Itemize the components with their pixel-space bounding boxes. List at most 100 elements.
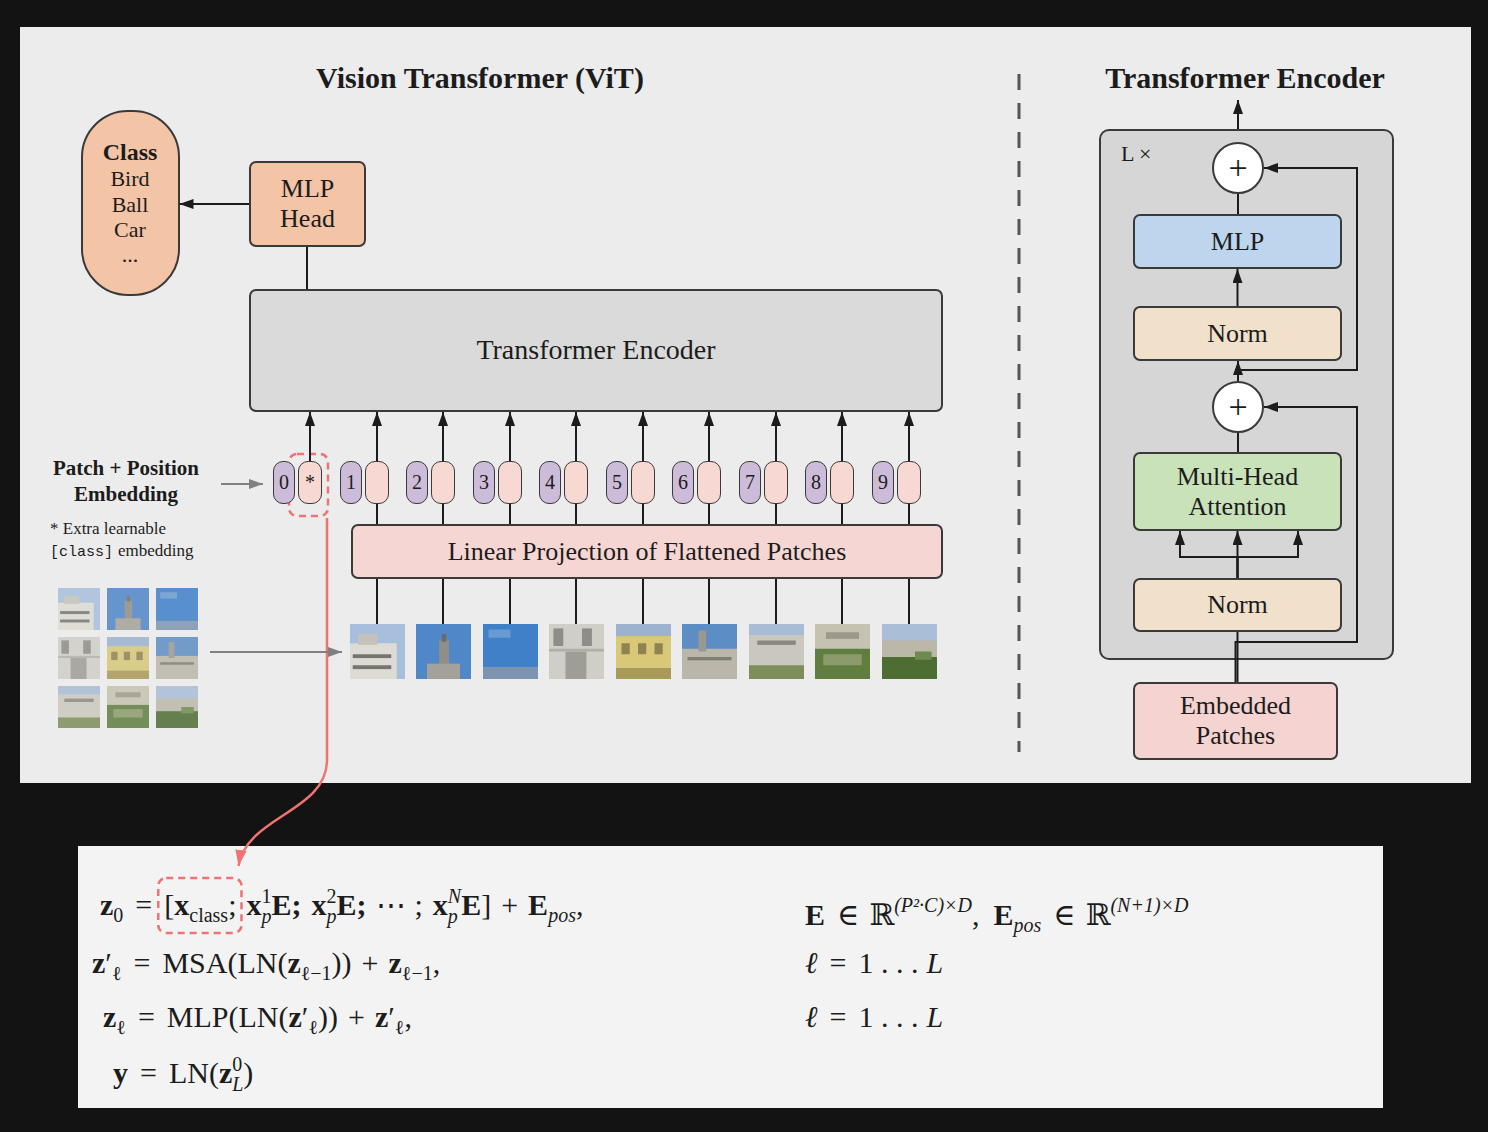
token-label: 9 xyxy=(878,471,888,494)
patch-detail xyxy=(358,634,377,645)
patch-detail xyxy=(124,652,130,660)
position-pill: 9 xyxy=(872,461,894,504)
math-term: 0 xyxy=(113,904,123,926)
patch-ground xyxy=(156,588,198,630)
patch-ground xyxy=(156,686,198,728)
patch-ground xyxy=(616,624,671,679)
patch-detail xyxy=(427,664,460,679)
math-term: = xyxy=(138,1000,155,1033)
math-term: , xyxy=(576,888,584,921)
node-label: Embedded Patches xyxy=(1156,691,1316,751)
patch-ground xyxy=(549,624,604,679)
leader-arrow xyxy=(221,483,263,485)
patch-ground xyxy=(107,637,149,679)
connector-arrow xyxy=(709,412,710,461)
node-label: Transformer Encoder xyxy=(476,334,715,366)
feed-line xyxy=(708,579,710,624)
math-term-row: z0=[xclass;x1pE;x2pE;⋯;xNpE]+Epos, xyxy=(100,885,583,935)
math-term: z xyxy=(289,1000,302,1033)
patch-detail xyxy=(115,618,140,630)
patch-detail xyxy=(442,634,446,642)
highlight-box xyxy=(158,878,241,933)
panel-heading-row: Transformer Encoder xyxy=(1060,58,1430,103)
math-term: ′ xyxy=(388,1000,395,1033)
connector-line xyxy=(575,504,577,524)
math-term: ∈ xyxy=(1053,898,1075,931)
token-label: 7 xyxy=(745,471,755,494)
token-embedding: 7 xyxy=(739,461,788,504)
token-label: 3 xyxy=(479,471,489,494)
norm-box: Norm xyxy=(1133,578,1342,632)
math-term: L xyxy=(926,1000,943,1033)
annotation-row: Patch + Position Embedding xyxy=(35,456,217,508)
patch-detail xyxy=(582,628,592,646)
math-term: ℓ xyxy=(805,1000,818,1033)
connector-line xyxy=(708,504,710,524)
node-label: Ball xyxy=(112,192,149,217)
connector-arrow xyxy=(643,504,644,524)
annotation: Patch + Position Embedding xyxy=(53,456,199,506)
math-index: 2 xyxy=(326,886,336,906)
math-term-row: y=LN(z0L) xyxy=(113,1053,253,1098)
patch-detail xyxy=(64,699,93,702)
math-term: ℓ xyxy=(395,1016,405,1038)
image-patch xyxy=(483,624,538,679)
patch-detail xyxy=(353,665,392,669)
connector-line xyxy=(575,412,577,461)
position-pill: 2 xyxy=(406,461,428,504)
math-index: p xyxy=(326,906,336,926)
image-patch xyxy=(549,624,604,679)
connector-arrow xyxy=(510,412,511,461)
math-term: L xyxy=(926,946,943,979)
token-embedding: 2 xyxy=(406,461,455,504)
token-label: 5 xyxy=(612,471,622,494)
patch-detail xyxy=(616,668,671,679)
patch-pill xyxy=(431,461,455,504)
math-index: L xyxy=(232,1074,243,1094)
math-term: E xyxy=(993,898,1013,931)
token-label: 4 xyxy=(545,471,555,494)
position-pill: 0 xyxy=(273,461,295,504)
math-term: LN( xyxy=(169,1056,219,1089)
image-patch xyxy=(882,624,937,679)
feed-line xyxy=(908,579,910,624)
image-patch xyxy=(58,588,100,630)
connector-line xyxy=(442,412,444,461)
patch-detail xyxy=(622,643,630,654)
math-term: [ xyxy=(164,888,174,921)
patch-detail xyxy=(58,686,100,694)
math-stack: Np xyxy=(448,886,461,926)
connector-line xyxy=(442,504,444,524)
math-term: 1 . . . xyxy=(858,1000,918,1033)
math-term: z xyxy=(287,946,300,979)
node-label: L × xyxy=(1121,141,1152,166)
connector-line xyxy=(376,412,378,461)
attention-box: Multi-Head Attention xyxy=(1133,452,1342,531)
patch-detail xyxy=(915,652,932,660)
position-pill: 1 xyxy=(340,461,362,504)
patch-detail xyxy=(58,603,94,630)
connector-arrow xyxy=(180,204,250,205)
token-embedding: 1 xyxy=(340,461,389,504)
patch-detail xyxy=(160,662,194,665)
patch-pill xyxy=(631,461,655,504)
feed-line xyxy=(575,579,577,624)
feed-line xyxy=(775,579,777,624)
patch-pill xyxy=(697,461,721,504)
node-label: MLP xyxy=(1211,227,1264,257)
patch-ground xyxy=(107,686,149,728)
patch-detail xyxy=(64,596,79,604)
panel-heading: Transformer Encoder xyxy=(1105,61,1385,94)
math-term-row: ℓ=1 . . .L xyxy=(805,997,943,1042)
connector-arrow xyxy=(310,412,311,461)
connector-arrow xyxy=(842,412,843,461)
patch-detail xyxy=(826,632,859,639)
figure-title: Vision Transformer (ViT) xyxy=(230,58,730,103)
patch-detail xyxy=(111,652,117,660)
math-term: = xyxy=(830,946,847,979)
patch-detail xyxy=(749,624,804,635)
token-embedding: 4 xyxy=(539,461,588,504)
token-embedding: 9 xyxy=(872,461,921,504)
patch-pill xyxy=(365,461,389,504)
image-patch xyxy=(156,637,198,679)
